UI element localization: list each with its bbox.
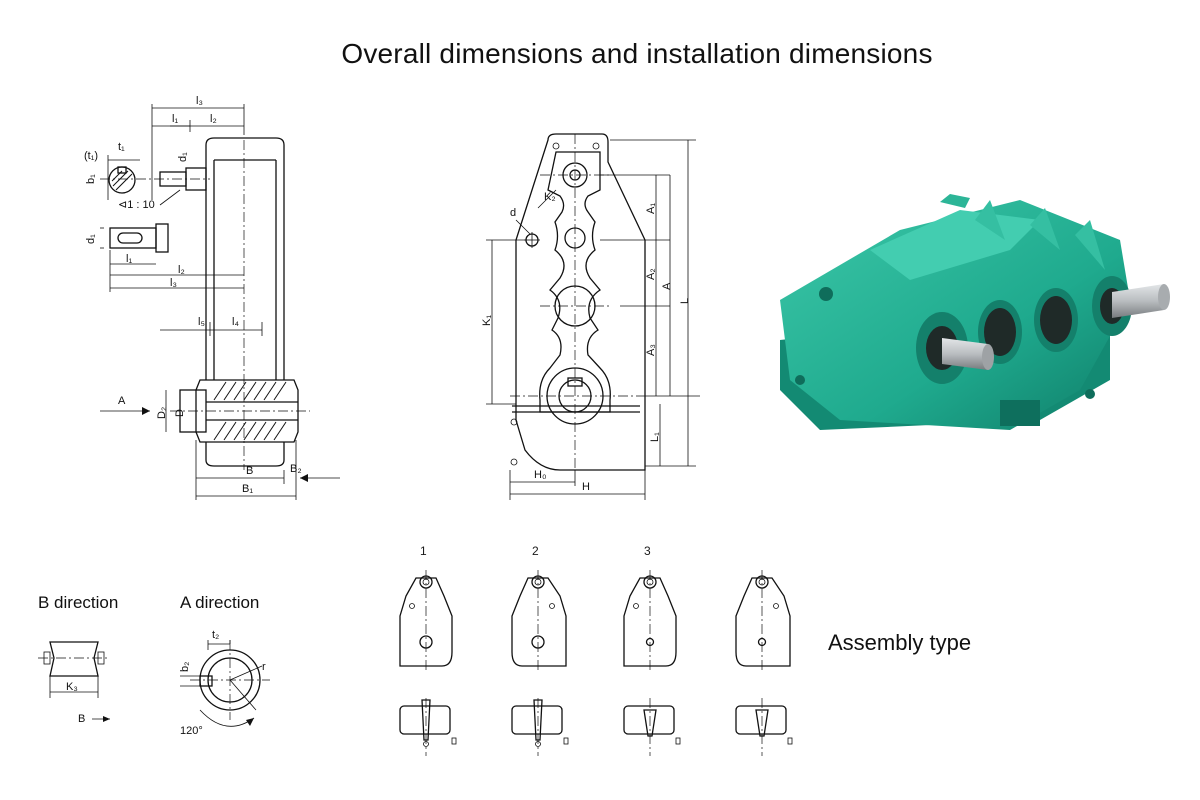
label-t1-paren: (t₁)	[84, 150, 98, 162]
label-b1: b₁	[85, 174, 97, 184]
label-A: A	[661, 282, 673, 290]
label-L1: L₁	[649, 432, 661, 442]
label-l2-b: l₂	[178, 264, 185, 276]
page-title: Overall dimensions and installation dime…	[341, 38, 933, 69]
assembly-sketch	[511, 570, 569, 756]
assembly-sketch	[399, 570, 457, 756]
assembly-sketch	[623, 570, 681, 756]
label-t1: t₁	[118, 141, 125, 153]
label-H: H	[582, 481, 590, 493]
label-K1: K₁	[481, 315, 493, 326]
label-arrow-a: A	[118, 395, 126, 407]
b-direction-heading: B direction	[38, 593, 119, 612]
label-d: d	[510, 207, 516, 219]
label-t2: t₂	[212, 629, 219, 641]
assembly-type-4	[722, 536, 812, 766]
b-direction-drawing: K₃ B	[38, 641, 110, 725]
a-direction-heading: A direction	[180, 593, 260, 612]
label-l2-top: l₂	[210, 113, 217, 125]
label-l1-top: l₁	[172, 113, 178, 125]
assembly-types: 1 2 3	[386, 536, 806, 766]
assembly-type-number: 1	[420, 544, 427, 558]
side-view-drawing: l₃ l₁ l₂ (t₁) t₁ d₁ b₁ ⊲1 : 10 d₁ l₁ l₂ …	[84, 95, 340, 500]
label-B: B	[246, 465, 253, 477]
label-K2: K₂	[544, 191, 556, 203]
label-l1-b: l₁	[126, 253, 132, 265]
assembly-type-number: 2	[532, 544, 539, 558]
label-B2: B₂	[290, 463, 302, 475]
label-l5: l₅	[198, 316, 205, 328]
label-D: D	[174, 409, 186, 417]
label-L: L	[679, 298, 691, 304]
gearbox-photo	[780, 194, 1170, 430]
label-120deg: 120°	[180, 725, 203, 737]
assembly-type-number: 3	[644, 544, 651, 558]
label-K3: K₃	[66, 681, 78, 693]
label-A3: A₃	[645, 344, 657, 356]
label-r: r	[262, 661, 266, 673]
label-l3-top: l₃	[196, 95, 203, 107]
label-B-arrow: B	[78, 713, 85, 725]
label-d1-b: d₁	[85, 234, 97, 244]
label-l3-b: l₃	[170, 277, 177, 289]
label-b2: b₂	[179, 662, 191, 672]
hatching	[213, 381, 287, 441]
label-d1-a: d₁	[177, 152, 189, 162]
label-l4: l₄	[232, 316, 239, 328]
a-direction-drawing: t₂ b₂ r 120°	[179, 629, 270, 737]
front-view-drawing: d K₂ K₁ A₁ A₂ A₃ A L L₁ H₀ H	[481, 133, 700, 500]
label-A1: A₁	[645, 203, 657, 214]
label-D2: D₂	[156, 407, 168, 419]
assembly-type-3: 3	[610, 536, 700, 766]
assembly-sketch	[735, 570, 793, 756]
label-taper: ⊲1 : 10	[118, 199, 155, 211]
assembly-type-1: 1	[386, 536, 476, 766]
label-B1: B₁	[242, 483, 253, 495]
label-H0: H₀	[534, 469, 547, 481]
assembly-type-label: Assembly type	[828, 630, 972, 655]
label-A2: A₂	[645, 268, 657, 280]
assembly-type-2: 2	[498, 536, 588, 766]
